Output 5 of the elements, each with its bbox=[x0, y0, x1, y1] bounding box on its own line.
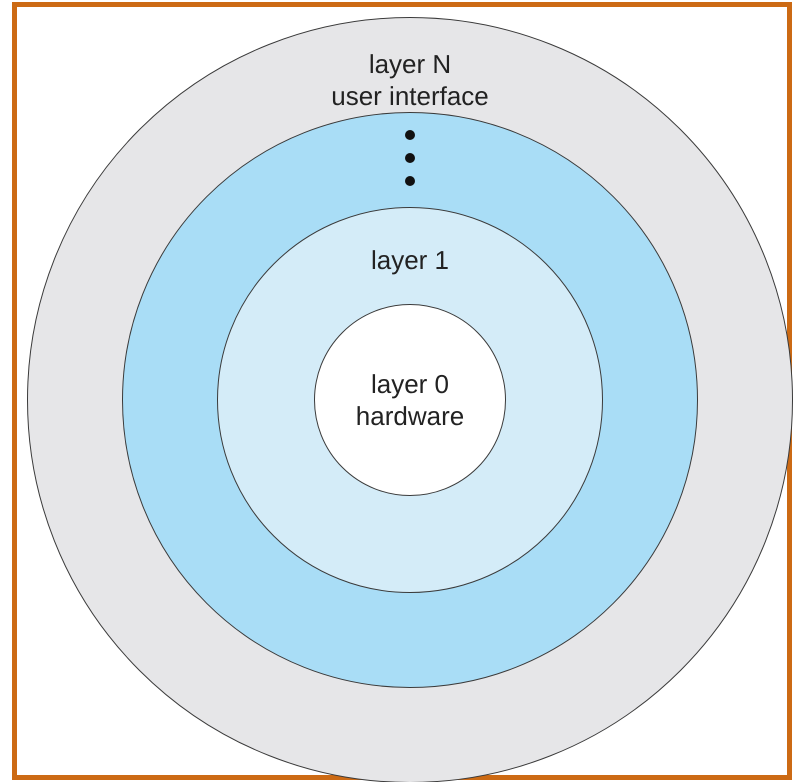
layer-label: layer N bbox=[368, 48, 452, 80]
layer-label: hardware bbox=[356, 400, 464, 432]
layer-label: layer 0 bbox=[370, 368, 450, 400]
layer-label: layer 1 bbox=[370, 244, 450, 276]
layer-label: user interface bbox=[331, 80, 489, 112]
